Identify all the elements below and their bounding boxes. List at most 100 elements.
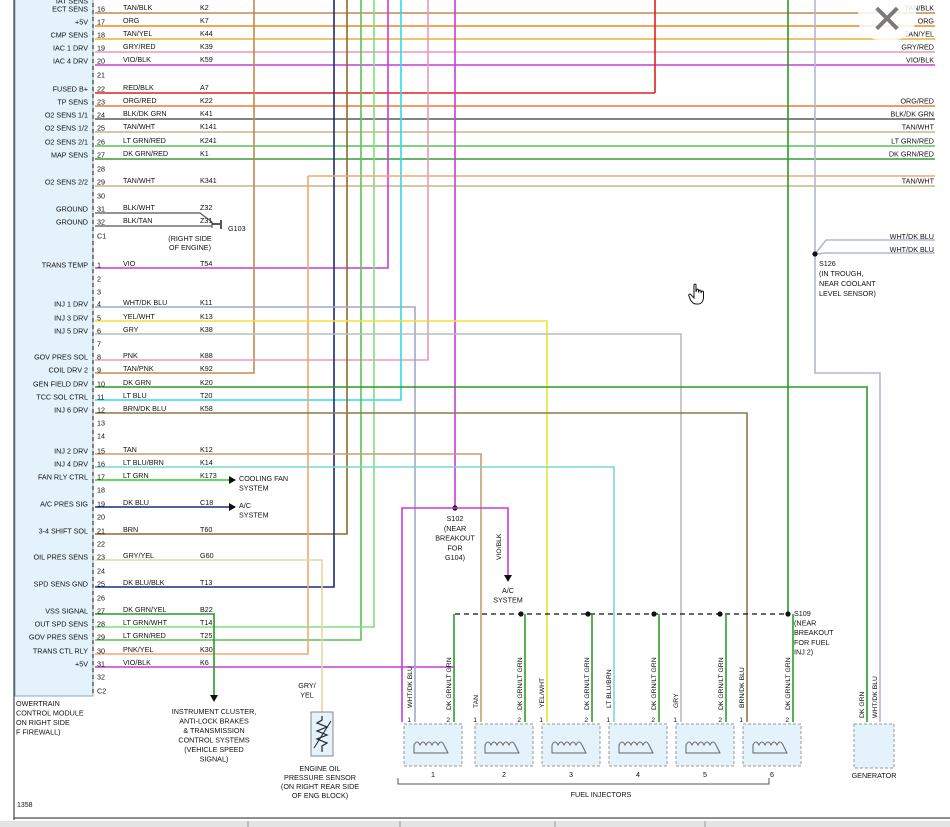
wire-color-label: ORG/RED <box>900 97 934 106</box>
injector-1-body <box>403 723 463 767</box>
pin-function-label: IAC 4 DRV <box>53 57 88 66</box>
wire-color-label: GRY <box>673 693 680 708</box>
pin-number: 5 <box>97 314 101 323</box>
circuit-id: K22 <box>200 96 213 105</box>
wire-color-label: WHT/DK BLU <box>890 232 934 241</box>
injector-number: 2 <box>502 770 506 779</box>
pin-number: 2 <box>446 717 450 724</box>
injector-number: 6 <box>770 770 774 779</box>
circuit-id: T25 <box>200 631 212 640</box>
pin-number: 20 <box>97 57 105 66</box>
pin-number: 8 <box>97 353 101 362</box>
sensor-variable-arrow <box>313 720 332 749</box>
pin-number: 20 <box>97 513 105 522</box>
pin-function-label: TP SENS <box>57 98 88 107</box>
pin-number: 31 <box>97 660 105 669</box>
pin-number: 2 <box>584 717 588 724</box>
pcm-caption: F FIREWALL) <box>16 728 60 737</box>
ac-system-label: A/C <box>502 586 514 595</box>
wire-color-label: TAN/WHT <box>123 176 156 185</box>
vss-wire <box>95 613 215 696</box>
s126-wire <box>814 0 881 722</box>
wire-color-label: TAN/WHT <box>902 177 935 186</box>
trans-temp-wire <box>95 0 389 269</box>
circuit-id: K7 <box>200 16 209 25</box>
pin-number: 1 <box>606 717 610 724</box>
pin-number: 24 <box>97 111 105 120</box>
pin-number: 22 <box>97 540 105 549</box>
wire-color-label: LT GRN/WHT <box>123 618 168 627</box>
circuit-id: K88 <box>200 351 213 360</box>
circuit-id: T60 <box>200 525 212 534</box>
wire-color-label: LT BLU/BRN <box>123 458 164 467</box>
s102-label: BREAKOUT <box>435 534 475 543</box>
wire-color-label: GRY/RED <box>901 43 934 52</box>
injector-coil-icon <box>413 741 449 754</box>
circuit-id: K341 <box>200 176 217 185</box>
wire-color-label: TAN/PNK <box>123 364 154 373</box>
circuit-id: K2 <box>200 3 209 12</box>
ac-system-label: A/C <box>239 501 251 510</box>
circuit-id: Z31 <box>200 216 212 225</box>
ac-system-label: SYSTEM <box>239 511 269 520</box>
cooling-fan-label: COOLING FAN <box>239 474 288 483</box>
circuit-id: G60 <box>200 551 214 560</box>
pin-function-label: IAC 1 DRV <box>53 44 88 53</box>
wire-color-label: DK BLU/BLK <box>123 578 165 587</box>
wire-color-label: ORG <box>123 16 140 25</box>
wire-color-label: TAN/BLK <box>905 4 935 13</box>
pin-function-label: INJ 6 DRV <box>54 406 88 415</box>
pin-number: 22 <box>97 85 105 94</box>
inj3-drv-wire <box>95 320 548 722</box>
wire-color-label: VIO/BLK <box>123 55 151 64</box>
pin-number: 21 <box>97 71 105 80</box>
circuit-id: T20 <box>200 391 212 400</box>
coil-drv-wire <box>95 0 255 374</box>
injector-number: 3 <box>569 770 573 779</box>
s126-wire <box>814 252 935 255</box>
ground-wire <box>95 212 213 228</box>
s126-label: S126 <box>819 259 836 268</box>
generator-body <box>853 723 895 769</box>
inj6-drv-wire <box>95 412 748 722</box>
circuit-id: K141 <box>200 122 217 131</box>
circuit-id: T14 <box>200 618 212 627</box>
pin-number: 25 <box>97 580 105 589</box>
wire-color-label: GRY <box>123 325 139 334</box>
wire-color-label: WHT/DK BLU <box>872 676 879 718</box>
pin-function-label: OIL PRES SENS <box>34 553 89 562</box>
pin-function-label: GEN FIELD DRV <box>33 380 88 389</box>
pin-number: 3 <box>97 288 101 297</box>
wire-color-label: YEL/WHT <box>123 312 156 321</box>
wire-color-label: DK GRN/LT GRN <box>785 657 792 710</box>
inj4-drv-wire <box>95 466 615 722</box>
ground-label: G103 <box>228 224 246 233</box>
pin-function-label: FAN RLY CTRL <box>38 473 88 482</box>
wire-color-label: VIO <box>123 259 136 268</box>
injector-3-body <box>541 723 601 767</box>
pin-number: 2 <box>517 717 521 724</box>
circuit-id: K13 <box>200 312 213 321</box>
s102-label: FOR <box>447 543 462 552</box>
pin-function-label: GOV PRES SOL <box>34 353 88 362</box>
wire-color-label: DK GRN/YEL <box>123 605 167 614</box>
s126-wire <box>814 239 935 255</box>
wire-color-label: YEL <box>300 691 314 700</box>
pin-function-label: TRANS CTL RLY <box>33 647 88 656</box>
close-button[interactable]: ✕ <box>858 0 916 40</box>
ac-system-label: SYSTEM <box>493 596 523 605</box>
arrow-icon <box>229 503 236 511</box>
wires <box>95 0 935 722</box>
injector-coil-icon <box>752 741 788 754</box>
tcc-sol-wire <box>95 0 402 401</box>
pin-number: 18 <box>97 31 105 40</box>
fuel-injectors-caption: FUEL INJECTORS <box>571 790 632 799</box>
wire-color-label: LT GRN/RED <box>123 136 166 145</box>
circuit-id: K92 <box>200 364 213 373</box>
instrument-caption: CONTROL SYSTEMS <box>178 736 249 745</box>
circuit-id: K11 <box>200 298 212 307</box>
wire-color-label: WHT/DK BLU <box>123 298 167 307</box>
s109-label: BREAKOUT <box>794 628 834 637</box>
wire-color-label: LT BLU/BRN <box>606 669 613 708</box>
